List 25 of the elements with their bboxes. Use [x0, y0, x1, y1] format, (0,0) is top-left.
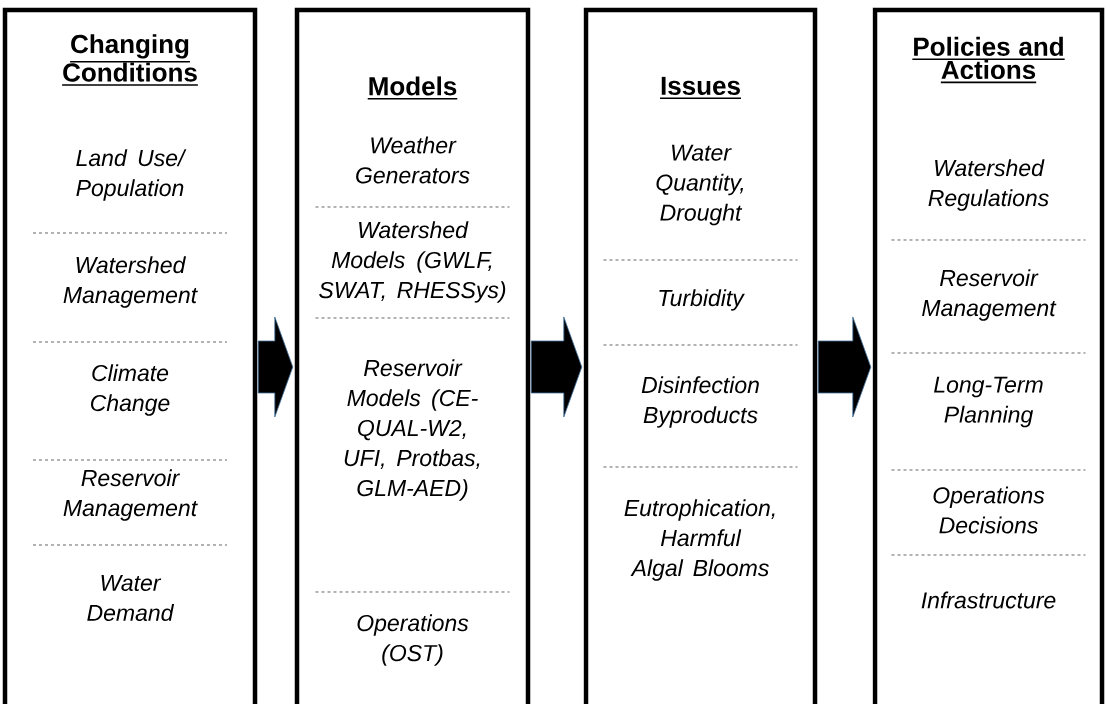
list-item: Eutrophication, Harmful Algal Blooms	[624, 499, 775, 581]
list-item: Operations (OST)	[357, 614, 469, 666]
column-heading: Models	[366, 76, 459, 100]
list-item: Water Quantity, Drought	[656, 144, 743, 226]
column-heading: Issues	[659, 76, 742, 100]
block-arrow	[530, 316, 583, 418]
column-heading: Policies and Actions	[911, 36, 1066, 84]
list-item: Watershed Regulations	[928, 159, 1049, 211]
list-item: Infrastructure	[921, 591, 1056, 609]
list-item: Land Use/ Population	[76, 149, 187, 201]
list-item: Weather Generators	[356, 136, 470, 184]
list-item: Operations Decisions	[933, 486, 1045, 534]
list-item: Reservoir Management	[922, 269, 1057, 321]
list-item: Climate Change	[91, 364, 170, 416]
list-item: Long-Term Planning	[934, 376, 1043, 428]
list-item: Watershed Management	[63, 256, 198, 308]
list-item: Water Demand	[87, 574, 175, 622]
block-arrow	[817, 316, 872, 418]
list-item: Watershed Models (GWLF, SWAT, RHESSys)	[319, 221, 506, 303]
list-item: Turbidity	[659, 289, 745, 311]
list-item: Disinfection Byproducts	[641, 376, 759, 428]
column-heading: Changing Conditions	[61, 34, 199, 86]
list-item: Reservoir Models (CE-QUAL-W2, UFI, Protbas, GLM-AED)	[344, 359, 480, 501]
block-arrow	[257, 316, 294, 418]
list-item: Reservoir Management	[63, 469, 198, 521]
